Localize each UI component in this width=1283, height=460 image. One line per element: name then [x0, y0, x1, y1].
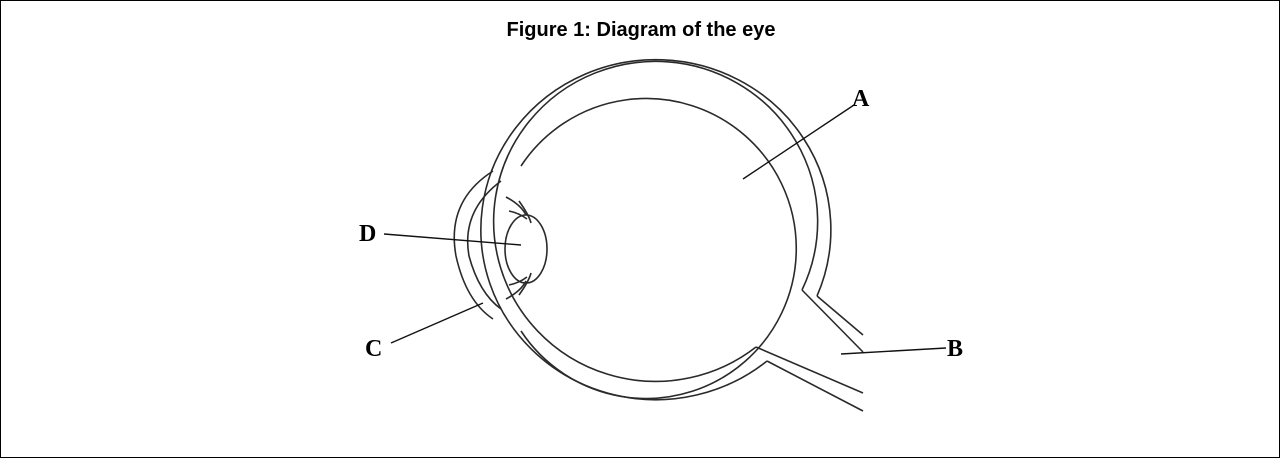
label-b: B	[947, 336, 963, 362]
leader-c	[391, 303, 483, 343]
optic-nerve	[756, 290, 863, 411]
leader-b	[841, 348, 946, 354]
label-d: D	[359, 221, 376, 247]
retina-outline	[521, 99, 796, 399]
lens	[505, 215, 547, 283]
leader-a	[743, 105, 854, 179]
label-c: C	[365, 336, 382, 362]
leader-d	[384, 234, 521, 245]
label-a: A	[852, 86, 870, 112]
sclera-outline	[481, 60, 831, 400]
